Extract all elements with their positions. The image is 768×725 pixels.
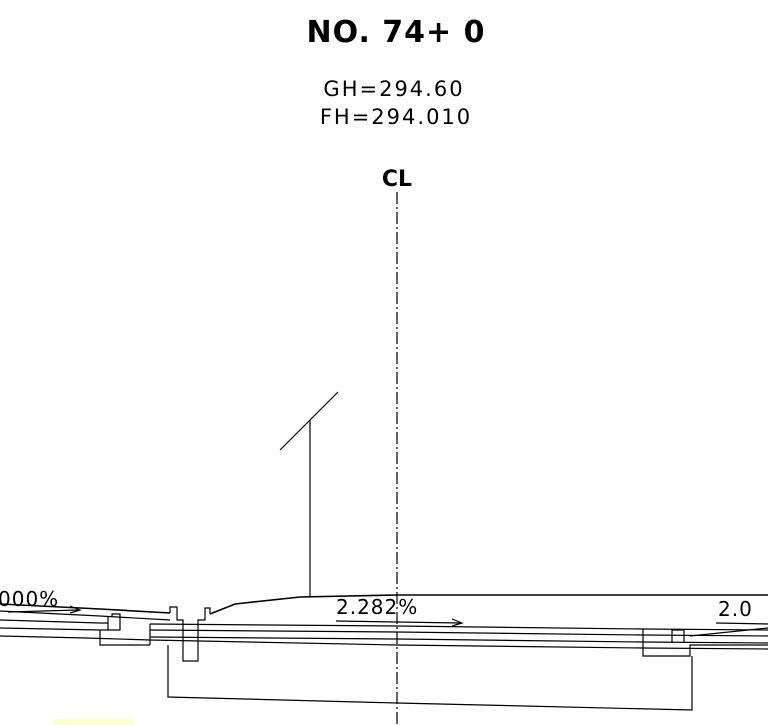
right-slope: 2.0 [715,597,768,625]
center-slope-label: 2.282% [336,595,418,619]
selection-marker [54,719,134,725]
left-slope: 000% [0,587,82,614]
ground-height-label: GH=294.60 [323,77,464,101]
right-slope-label: 2.0 [718,597,753,621]
centerline-label: CL [382,167,412,192]
station-title: NO. 74+ 0 [307,15,486,50]
left-slope-label: 000% [0,587,59,611]
center-slope: 2.282% [335,595,464,627]
ground-marker [279,391,339,596]
road-surface [0,594,768,711]
formation-height-label: FH=294.010 [320,105,472,129]
